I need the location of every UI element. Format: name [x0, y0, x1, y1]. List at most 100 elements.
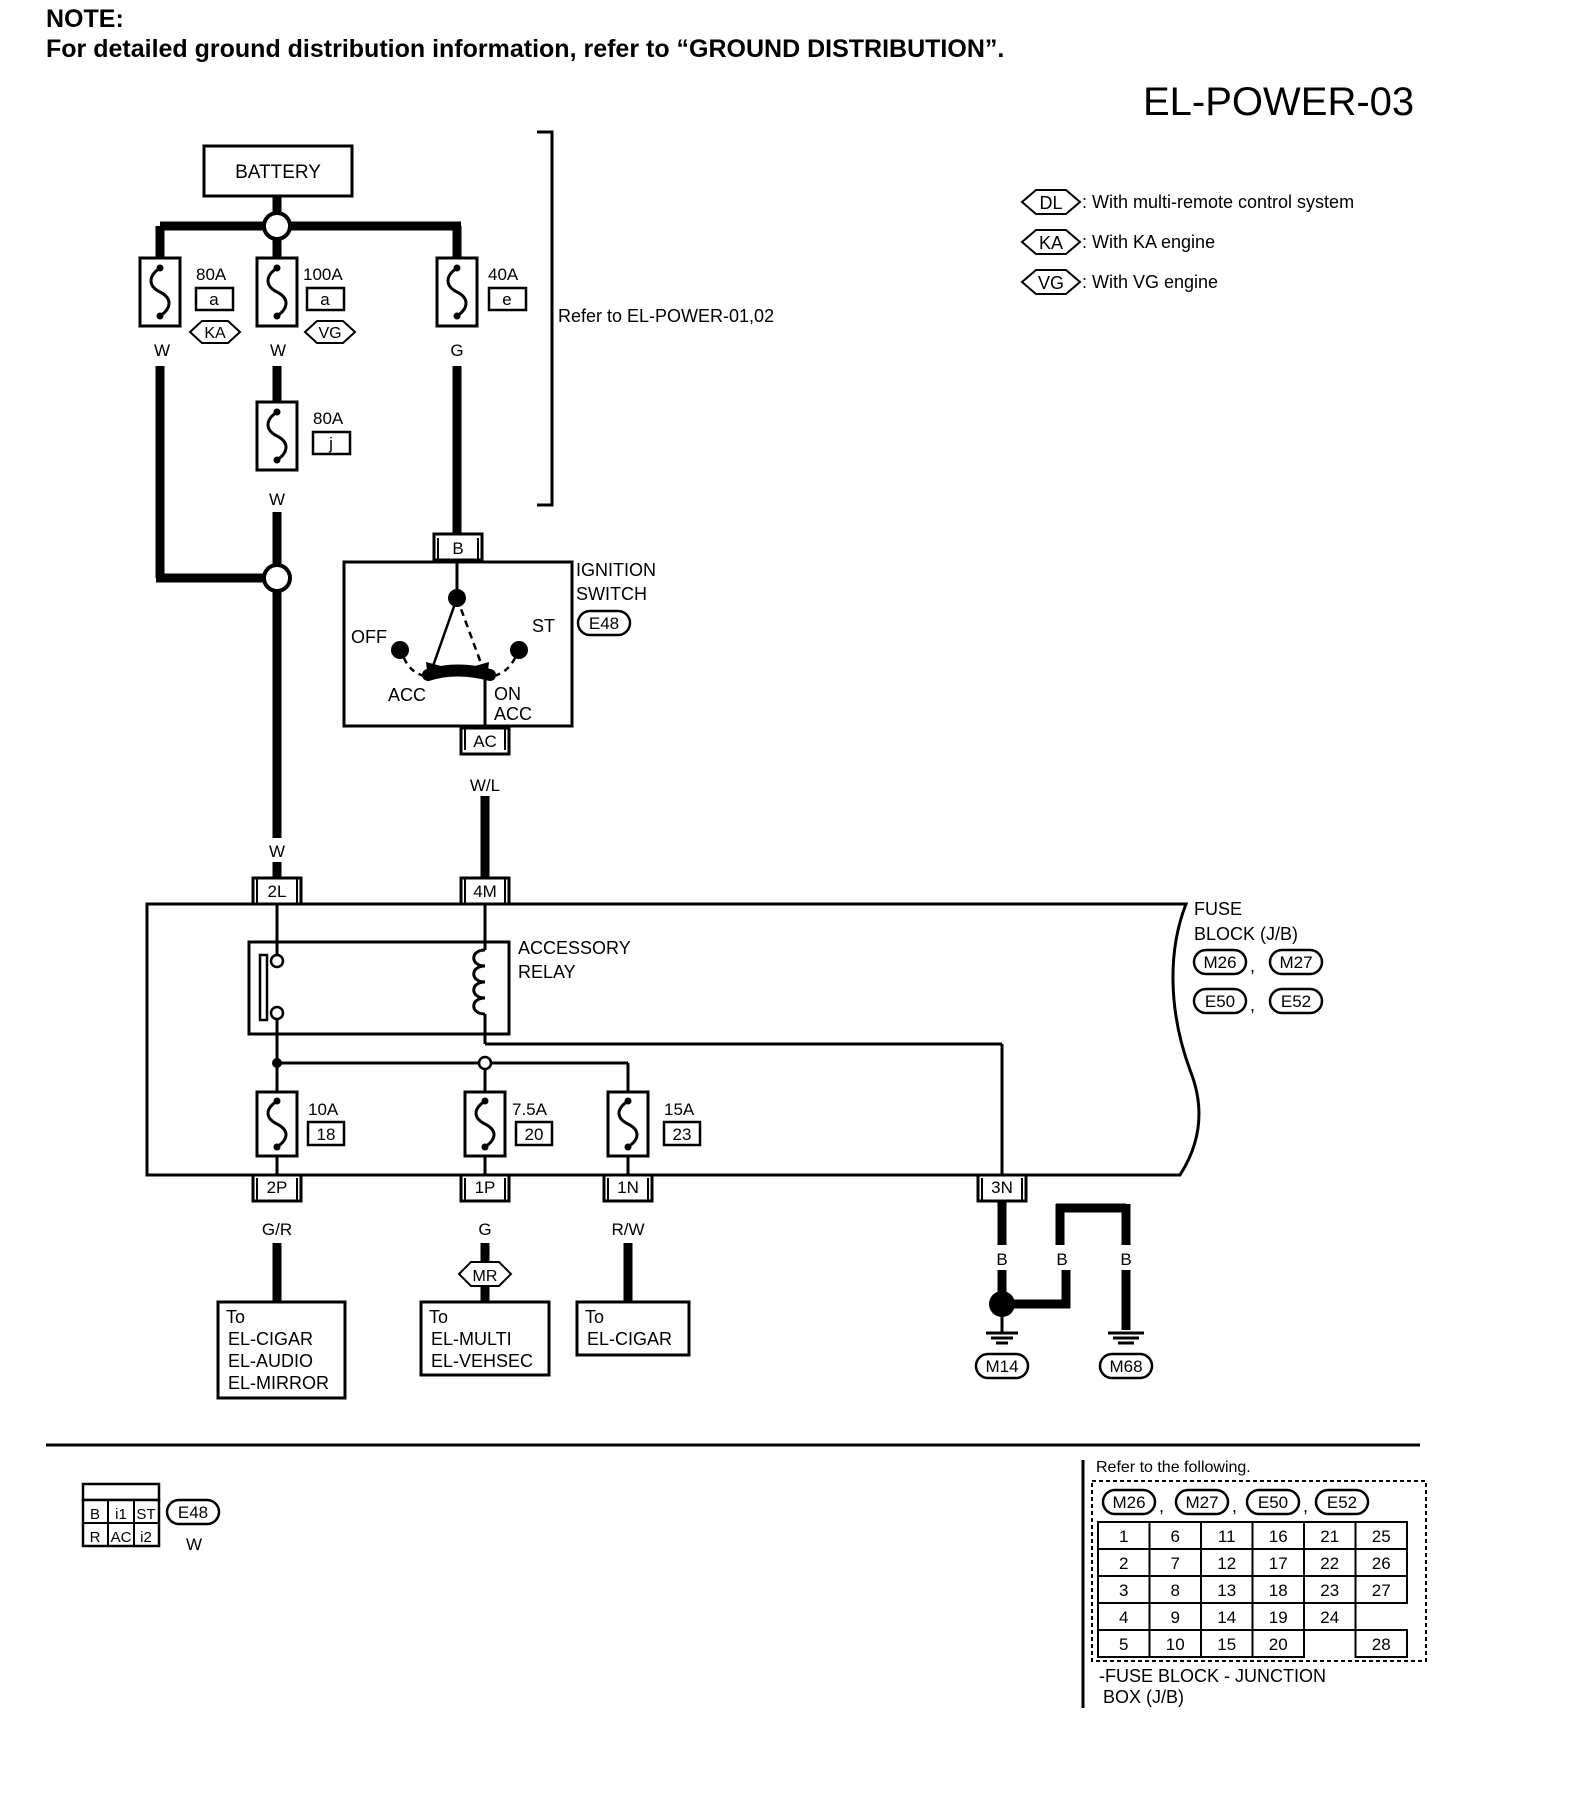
destination-cigar-audio-mirror: To EL-CIGAR EL-AUDIO EL-MIRROR: [216, 1300, 347, 1400]
fusible-link-element: [446, 266, 468, 318]
note-block: NOTE: For detailed ground distribution i…: [46, 4, 1004, 64]
jb-grid-cell: [1200, 1521, 1254, 1550]
ign-st-terminal: [510, 641, 528, 659]
connector-pin: B: [90, 1506, 100, 1523]
ign-pin-b-box: [432, 532, 484, 562]
jb-grid-cell: [1303, 1548, 1357, 1577]
fb-pin-1p-box: [459, 1173, 511, 1203]
wire-color-label: W: [270, 341, 286, 360]
fuse-element: [617, 1099, 639, 1149]
accessory-relay: ACCESSORY RELAY: [247, 904, 631, 1063]
jb-connector: E50: [1258, 1493, 1288, 1512]
jb-grid-pin: 17: [1269, 1554, 1288, 1573]
vg-option-code: VG: [318, 325, 341, 342]
relay-box: [247, 940, 511, 1036]
jb-comma: ,: [1159, 1496, 1164, 1516]
ign-off-terminal: [391, 641, 409, 659]
connector-face-e48: B i1 ST R AC i2 E48 W: [81, 1482, 221, 1554]
relay-title-1: ACCESSORY: [518, 938, 631, 958]
legend-ka-tag: [1020, 229, 1082, 255]
fuse-terminal: [273, 1097, 281, 1105]
ground-wire-label: B: [1056, 1250, 1067, 1269]
fuse-amp: 7.5A: [512, 1100, 548, 1119]
fb-pin-2l-box: [251, 876, 303, 906]
refer-bracket: [537, 130, 554, 507]
relay-contact-bar: [258, 953, 269, 1022]
fusible-link-80a-ka: 80A a KA W: [138, 256, 242, 360]
ground-m14: M14: [985, 1357, 1018, 1376]
jb-grid-cell: [1097, 1521, 1151, 1550]
fuse-terminal: [273, 264, 281, 272]
fuse-terminal: [624, 1143, 632, 1151]
fusible-link-amp: 80A: [196, 265, 227, 284]
jb-grid-pin: 9: [1171, 1608, 1180, 1627]
fuse-block-title-1: FUSE: [1194, 899, 1242, 919]
connector-face-top-tab: [81, 1482, 161, 1502]
wire-gr-label: G/R: [262, 1220, 292, 1239]
fusible-link-amp: 100A: [303, 265, 343, 284]
battery-splice: [262, 211, 292, 241]
legend-dl-text: : With multi-remote control system: [1082, 192, 1354, 212]
fuse-terminal: [273, 408, 281, 416]
fuse-terminal: [453, 312, 461, 320]
fuse-10a: 10A 18: [255, 1090, 346, 1158]
ground-m14-oval: [974, 1352, 1030, 1380]
fusible-link-amp: 40A: [488, 265, 519, 284]
fb-pin-3n: 3N: [991, 1178, 1013, 1197]
fb-pin-2l: 2L: [268, 882, 287, 901]
fb-pin-2p-box: [251, 1173, 303, 1203]
ground-wire-label: B: [1120, 1250, 1131, 1269]
jb-reference-title: Refer to the following.: [1096, 1459, 1251, 1476]
ign-arrow-acc: [431, 597, 459, 667]
ign-on-label: ON: [494, 684, 521, 704]
ign-connector: E48: [589, 614, 619, 633]
fuse-element: [474, 1099, 496, 1149]
jb-grid-cell: [1251, 1521, 1305, 1550]
w-splice: [262, 563, 292, 593]
mr-option-code: MR: [473, 1268, 498, 1285]
fusible-link-100a-vg: 100A a VG W: [255, 256, 357, 360]
destination-line: EL-VEHSEC: [431, 1351, 533, 1371]
fb-comma: ,: [1250, 995, 1255, 1015]
ign-off-label: OFF: [351, 627, 387, 647]
destination-line: EL-AUDIO: [228, 1351, 313, 1371]
jb-grid-pin: 26: [1372, 1554, 1391, 1573]
ign-pin-ac-box: [459, 726, 511, 756]
fuse-7-5a: 7.5A 20: [463, 1090, 554, 1158]
fb-pin-4m-box: [459, 876, 511, 906]
jb-grid-cell: [1097, 1548, 1151, 1577]
legend-ka-text: : With KA engine: [1082, 232, 1215, 252]
fuse-15a: 15A 23: [606, 1090, 702, 1158]
note-heading: NOTE:: [46, 5, 124, 33]
jb-reference: Refer to the following. M26 , M27 , E50 …: [1081, 1459, 1427, 1708]
destination-line: EL-MIRROR: [228, 1373, 329, 1393]
connector-pin: i1: [115, 1506, 127, 1523]
jb-grid-pin: 21: [1320, 1527, 1339, 1546]
fuse-terminal: [481, 1097, 489, 1105]
fb-pin-4m: 4M: [473, 882, 497, 901]
jb-grid-cell: [1200, 1548, 1254, 1577]
jb-connector: M26: [1112, 1493, 1145, 1512]
destination-box: [216, 1300, 347, 1400]
fb-connector-oval: [1268, 987, 1324, 1015]
destination-multi-vehsec: To EL-MULTI EL-VEHSEC: [419, 1300, 551, 1377]
jb-grid-cell: [1200, 1575, 1254, 1604]
fuse-amp: 10A: [308, 1100, 339, 1119]
jb-grid-pin: 3: [1119, 1581, 1128, 1600]
fusible-link-amp: 80A: [313, 409, 344, 428]
destination-line: To: [429, 1307, 448, 1327]
fusible-link-letter-box: [487, 286, 528, 312]
jb-grid-pin: 13: [1217, 1581, 1236, 1600]
jb-connector: E52: [1327, 1493, 1357, 1512]
ign-title-2: SWITCH: [576, 584, 647, 604]
ignition-switch: B OFF ST ACC ON ACC IGNITION SWITCH E48 …: [342, 532, 656, 756]
fusible-link-letter-box: [311, 430, 352, 456]
fuse-terminal: [624, 1097, 632, 1105]
fb-connector: E50: [1205, 992, 1235, 1011]
ground-section: B B B M14 M68: [974, 1201, 1154, 1380]
jb-grid-cell: [1303, 1521, 1357, 1550]
ground-m68-oval: [1098, 1352, 1154, 1380]
jb-caption-1: -FUSE BLOCK - JUNCTION: [1099, 1666, 1326, 1686]
fuse-block-outline: [145, 902, 1201, 1177]
destination-line: To: [226, 1307, 245, 1327]
